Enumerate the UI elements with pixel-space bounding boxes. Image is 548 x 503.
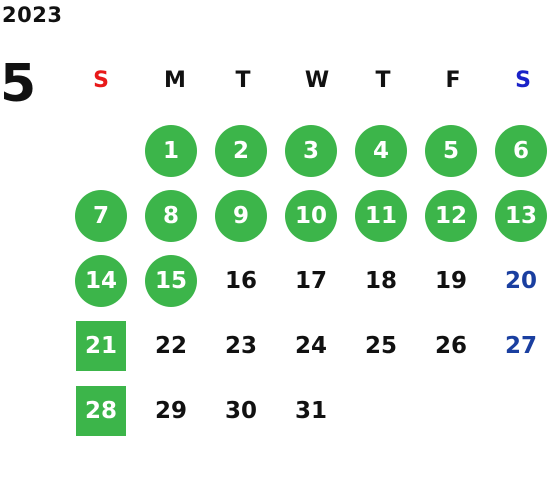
day-number: 10 xyxy=(285,189,337,242)
day-number: 21 xyxy=(76,320,126,371)
day-cell[interactable]: 16 xyxy=(206,248,276,313)
day-number: 8 xyxy=(145,189,197,242)
day-number: 14 xyxy=(75,254,127,307)
day-cell[interactable]: 23 xyxy=(206,313,276,378)
day-cell[interactable]: 28 xyxy=(66,378,136,443)
day-cell[interactable]: 17 xyxy=(276,248,346,313)
weekday-tuesday: T xyxy=(235,68,251,93)
weekday-header-row: S M T W T F S xyxy=(66,66,548,96)
day-cell[interactable]: 25 xyxy=(346,313,416,378)
year-label: 2023 xyxy=(2,3,63,27)
day-number: 28 xyxy=(76,385,126,436)
day-cell[interactable]: 20 xyxy=(486,248,548,313)
weekday-saturday: S xyxy=(515,68,531,93)
weekday-sunday: S xyxy=(93,68,109,93)
day-cell[interactable]: 22 xyxy=(136,313,206,378)
day-cell[interactable]: 2 xyxy=(206,118,276,183)
day-number: 1 xyxy=(145,124,197,177)
day-number: 17 xyxy=(294,267,327,294)
day-cell[interactable]: 3 xyxy=(276,118,346,183)
day-cell[interactable]: 13 xyxy=(486,183,548,248)
day-number: 9 xyxy=(215,189,267,242)
weekday-thursday: T xyxy=(375,68,391,93)
day-cell[interactable]: 31 xyxy=(276,378,346,443)
day-number: 31 xyxy=(294,397,327,424)
day-number: 18 xyxy=(364,267,397,294)
day-cell[interactable]: 8 xyxy=(136,183,206,248)
day-number: 16 xyxy=(224,267,257,294)
day-cell[interactable]: 21 xyxy=(66,313,136,378)
day-cell[interactable]: 24 xyxy=(276,313,346,378)
weekday-wednesday: W xyxy=(304,68,330,93)
day-cell[interactable]: 10 xyxy=(276,183,346,248)
day-cell[interactable]: 29 xyxy=(136,378,206,443)
day-number: 12 xyxy=(425,189,477,242)
day-number: 19 xyxy=(434,267,467,294)
day-number: 6 xyxy=(495,124,547,177)
day-cell[interactable]: 7 xyxy=(66,183,136,248)
day-cell[interactable]: 11 xyxy=(346,183,416,248)
day-number: 30 xyxy=(224,397,257,424)
month-number: 5 xyxy=(0,54,37,114)
day-number: 7 xyxy=(75,189,127,242)
day-cell[interactable]: 30 xyxy=(206,378,276,443)
day-cell[interactable]: 9 xyxy=(206,183,276,248)
weekday-friday: F xyxy=(445,68,461,93)
day-number: 22 xyxy=(154,332,187,359)
day-cell[interactable]: 15 xyxy=(136,248,206,313)
day-number: 2 xyxy=(215,124,267,177)
day-number: 11 xyxy=(355,189,407,242)
day-number: 5 xyxy=(425,124,477,177)
day-cell[interactable]: 14 xyxy=(66,248,136,313)
day-number: 26 xyxy=(434,332,467,359)
day-number: 15 xyxy=(145,254,197,307)
day-cell[interactable]: 1 xyxy=(136,118,206,183)
weekday-monday: M xyxy=(164,68,186,93)
day-number: 27 xyxy=(504,332,537,359)
day-cell[interactable]: 19 xyxy=(416,248,486,313)
day-cell[interactable]: 27 xyxy=(486,313,548,378)
day-cell[interactable]: 5 xyxy=(416,118,486,183)
day-cell[interactable]: 12 xyxy=(416,183,486,248)
day-number: 20 xyxy=(504,267,537,294)
day-number: 13 xyxy=(495,189,547,242)
day-cell[interactable]: 26 xyxy=(416,313,486,378)
day-cell[interactable]: 18 xyxy=(346,248,416,313)
day-number: 25 xyxy=(364,332,397,359)
day-number: 23 xyxy=(224,332,257,359)
day-number: 29 xyxy=(154,397,187,424)
day-number: 3 xyxy=(285,124,337,177)
day-cell[interactable]: 4 xyxy=(346,118,416,183)
day-number: 24 xyxy=(294,332,327,359)
day-cell[interactable]: 6 xyxy=(486,118,548,183)
day-number: 4 xyxy=(355,124,407,177)
